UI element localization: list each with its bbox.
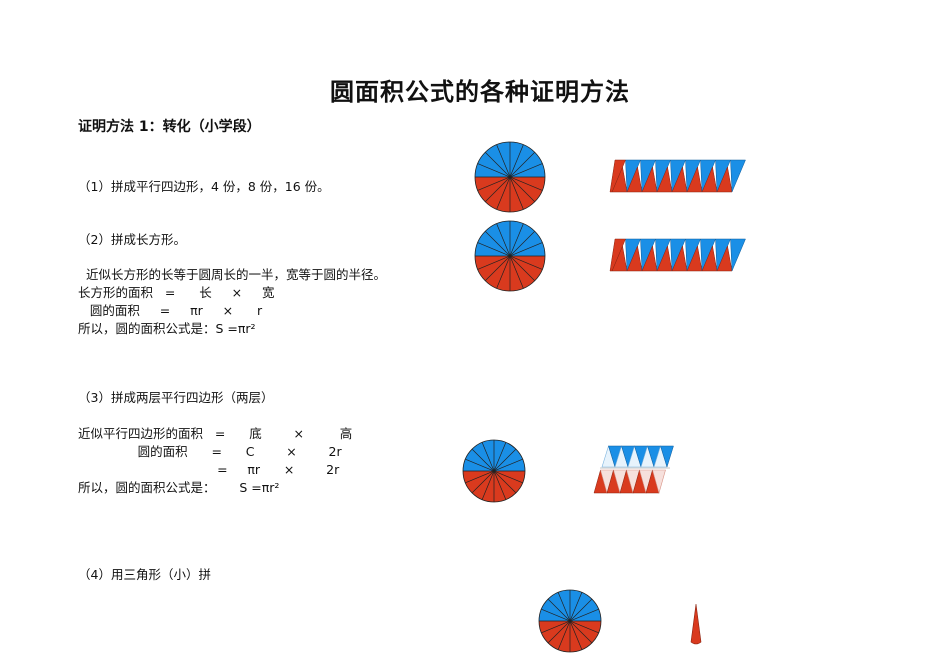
section-2-line: 所以，圆的面积公式是：S =πr² <box>78 321 256 336</box>
section-4-label: （4）用三角形（小）拼 <box>78 567 211 582</box>
rectangle-figure <box>609 238 746 272</box>
radius-line <box>477 242 543 270</box>
red-sector <box>626 245 643 272</box>
circle-outline <box>474 141 546 213</box>
red-sector <box>686 166 703 193</box>
section-3-line: 所以，圆的面积公式是： S =πr² <box>78 480 280 495</box>
red-sector <box>701 245 718 272</box>
parallelogram-figure-1 <box>609 159 746 193</box>
sector-circle-figure-2 <box>474 220 546 292</box>
red-sector <box>656 245 673 272</box>
radius-line <box>477 163 543 191</box>
red-sector <box>656 166 673 193</box>
red-sector <box>626 166 643 193</box>
section-3-line: = πr × 2r <box>78 462 340 477</box>
circle-outline <box>474 220 546 292</box>
red-sector <box>686 245 703 272</box>
section-2-label: （2）拼成长方形。 <box>78 232 186 247</box>
red-sector <box>671 245 688 272</box>
blue-sector <box>730 238 746 272</box>
section-3-line: 圆的面积 = C × 2r <box>78 444 342 459</box>
section-2-line: 圆的面积 = πr × r <box>78 303 263 318</box>
light-red-sector <box>652 469 666 495</box>
red-sector <box>641 166 658 193</box>
triangle-figure <box>690 603 702 645</box>
thin-triangle <box>690 603 702 645</box>
section-3-label: （3）拼成两层平行四边形（两层） <box>78 390 274 405</box>
red-sector <box>671 166 688 193</box>
red-sector <box>641 245 658 272</box>
red-sector <box>701 166 718 193</box>
page-title: 圆面积公式的各种证明方法 <box>330 78 630 106</box>
sector-circle-figure-3 <box>462 439 526 503</box>
red-sector <box>609 159 626 193</box>
blue-sector <box>730 159 746 193</box>
sector-circle-figure-4 <box>538 589 602 653</box>
circle-outline <box>462 439 526 503</box>
circle-outline <box>538 589 602 653</box>
radius-line <box>541 608 599 634</box>
section-2-line: 长方形的面积 = 长 × 宽 <box>78 285 275 300</box>
section-3-line: 近似平行四边形的面积 = 底 × 高 <box>78 426 353 441</box>
method-heading: 证明方法 1：转化（小学段） <box>78 119 261 135</box>
red-sector <box>716 245 733 272</box>
red-sector <box>716 166 733 193</box>
red-sector <box>609 238 626 272</box>
blue-sector <box>660 445 674 468</box>
section-1-label: （1）拼成平行四边形，4 份，8 份，16 份。 <box>78 179 330 194</box>
two-layer-parallelogram-figure <box>593 444 674 495</box>
radius-line <box>465 458 523 484</box>
section-2-line: 近似长方形的长等于圆周长的一半，宽等于圆的半径。 <box>78 267 386 282</box>
sector-circle-figure-1 <box>474 141 546 213</box>
